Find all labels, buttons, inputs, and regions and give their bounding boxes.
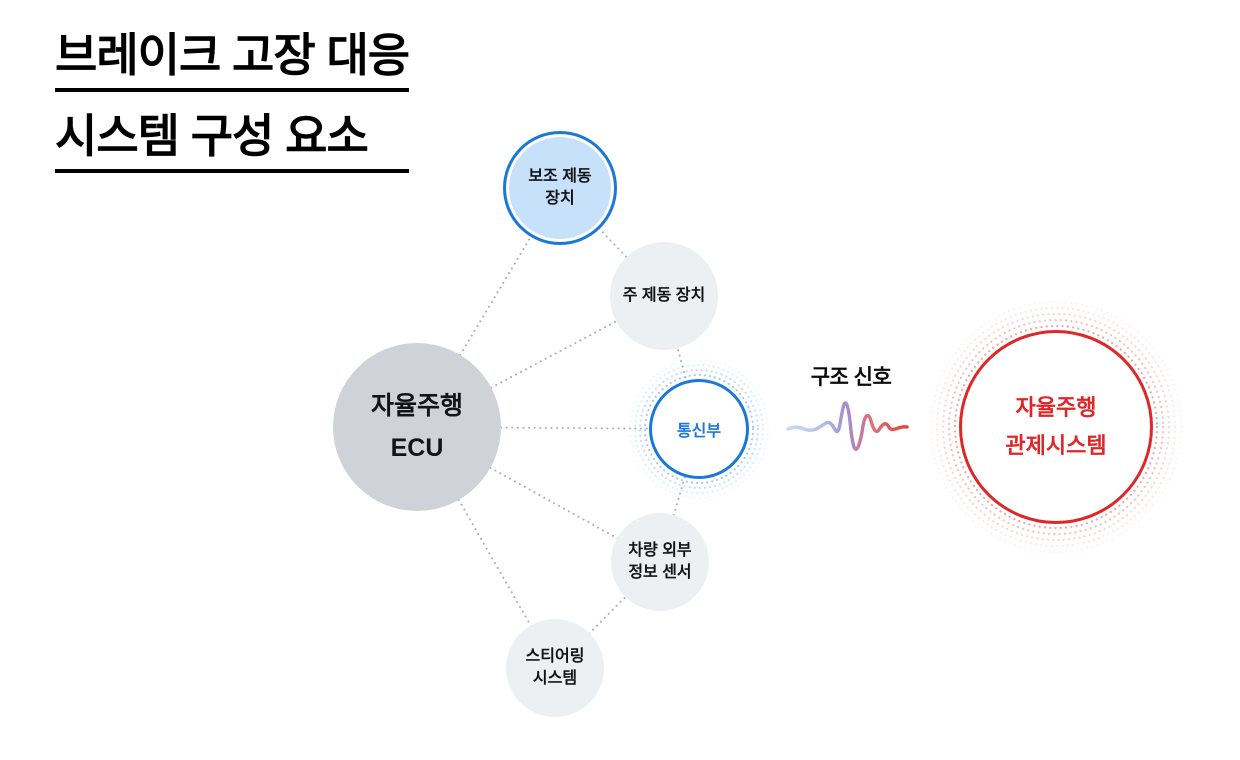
node-comm-unit-label: 통신부	[676, 423, 722, 440]
node-main-brake-label: 주 제동 장치	[622, 287, 706, 304]
node-control-system-label-line1: 자율주행	[1015, 395, 1097, 420]
node-aux-brake: 보조 제동 장치	[503, 131, 617, 245]
page-title: 브레이크 고장 대응 시스템 구성 요소	[55, 28, 410, 190]
node-ext-sensor-label-line2: 정보 센서	[628, 564, 692, 581]
node-ext-sensor-label-line1: 차량 외부	[628, 542, 692, 559]
node-aux-brake-label-line1: 보조 제동	[528, 168, 592, 185]
node-steering-system-label-line2: 시스템	[532, 670, 578, 687]
rescue-signal-label: 구조 신호	[810, 366, 892, 389]
node-control-system: 자율주행 관제시스템	[959, 330, 1153, 524]
node-control-system-label-line2: 관제시스템	[1005, 433, 1107, 458]
node-autonomous-ecu: 자율주행 ECU	[333, 343, 501, 511]
node-autonomous-ecu-label-line2: ECU	[390, 434, 444, 462]
page-title-line1: 브레이크 고장 대응	[55, 28, 410, 93]
page-title-line2: 시스템 구성 요소	[55, 109, 410, 174]
node-ext-sensor: 차량 외부 정보 센서	[611, 513, 709, 611]
node-comm-unit: 통신부	[649, 379, 749, 479]
rescue-signal-waveform-icon	[786, 401, 909, 451]
node-steering-system: 스티어링 시스템	[506, 619, 604, 717]
node-steering-system-label-line1: 스티어링	[525, 648, 585, 665]
node-autonomous-ecu-label-line1: 자율주행	[370, 392, 463, 420]
node-main-brake: 주 제동 장치	[610, 242, 718, 350]
node-aux-brake-label-line2: 장치	[545, 190, 575, 207]
